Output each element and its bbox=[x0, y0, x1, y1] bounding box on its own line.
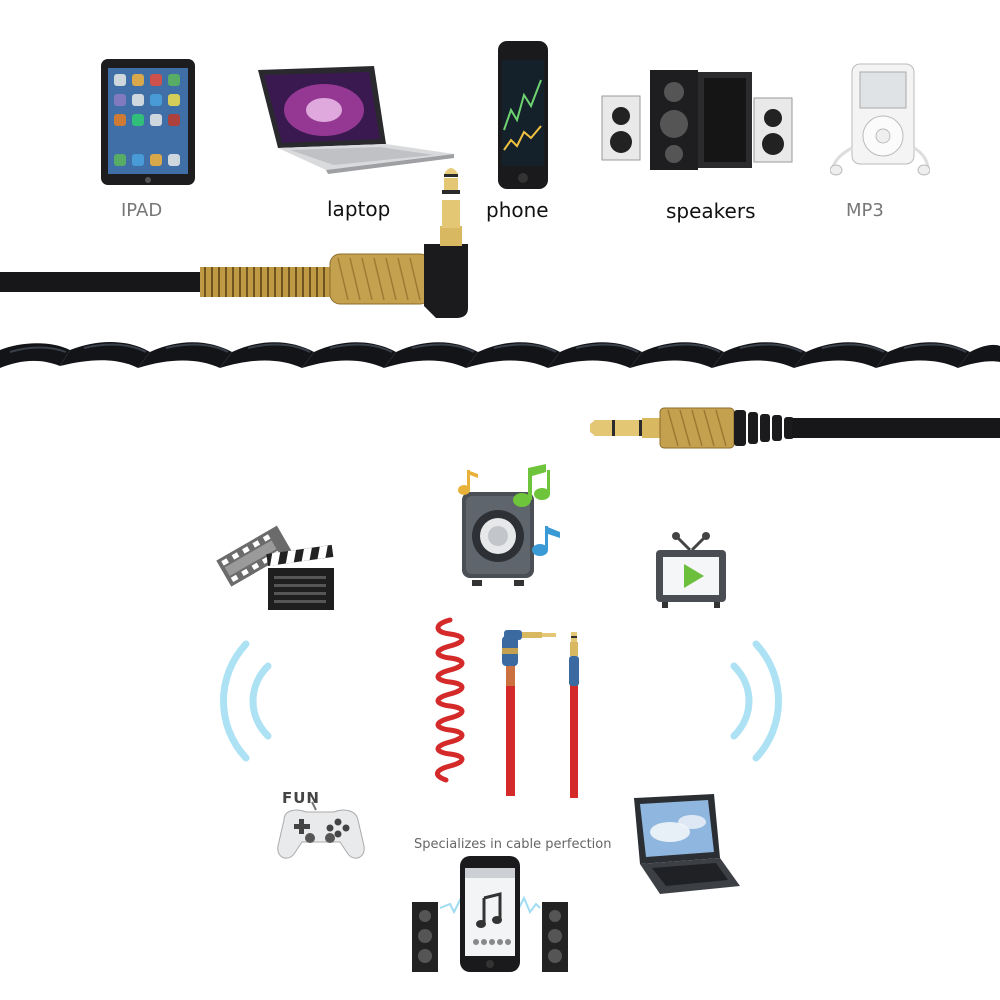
coiled-cable bbox=[0, 330, 1000, 384]
device-label-mp3: MP3 bbox=[846, 200, 884, 221]
phone-speakers-icon bbox=[404, 852, 580, 976]
signal-waves-left-icon bbox=[208, 636, 278, 766]
laptop-icon bbox=[630, 792, 742, 896]
music-speaker-icon bbox=[452, 462, 568, 588]
speakers-image bbox=[600, 66, 796, 178]
fun-label: FUN bbox=[282, 789, 320, 807]
mp3-player-image bbox=[830, 62, 930, 178]
device-label-ipad: IPAD bbox=[121, 200, 163, 221]
laptop-image bbox=[256, 66, 456, 176]
tagline-text: Specializes in cable perfection bbox=[414, 837, 612, 852]
tv-play-icon bbox=[652, 518, 730, 614]
device-label-phone: phone bbox=[486, 198, 549, 222]
device-label-laptop: laptop bbox=[327, 197, 391, 221]
film-clapperboard-icon bbox=[214, 522, 336, 612]
ipad-image bbox=[100, 58, 196, 186]
red-aux-cables-image bbox=[430, 608, 590, 798]
phone-image bbox=[497, 40, 549, 190]
straight-jack-cable bbox=[586, 404, 1000, 454]
angled-jack-cable bbox=[0, 160, 480, 320]
game-controller-icon bbox=[272, 780, 368, 866]
device-label-speakers: speakers bbox=[666, 199, 756, 223]
signal-waves-right-icon bbox=[724, 636, 794, 766]
